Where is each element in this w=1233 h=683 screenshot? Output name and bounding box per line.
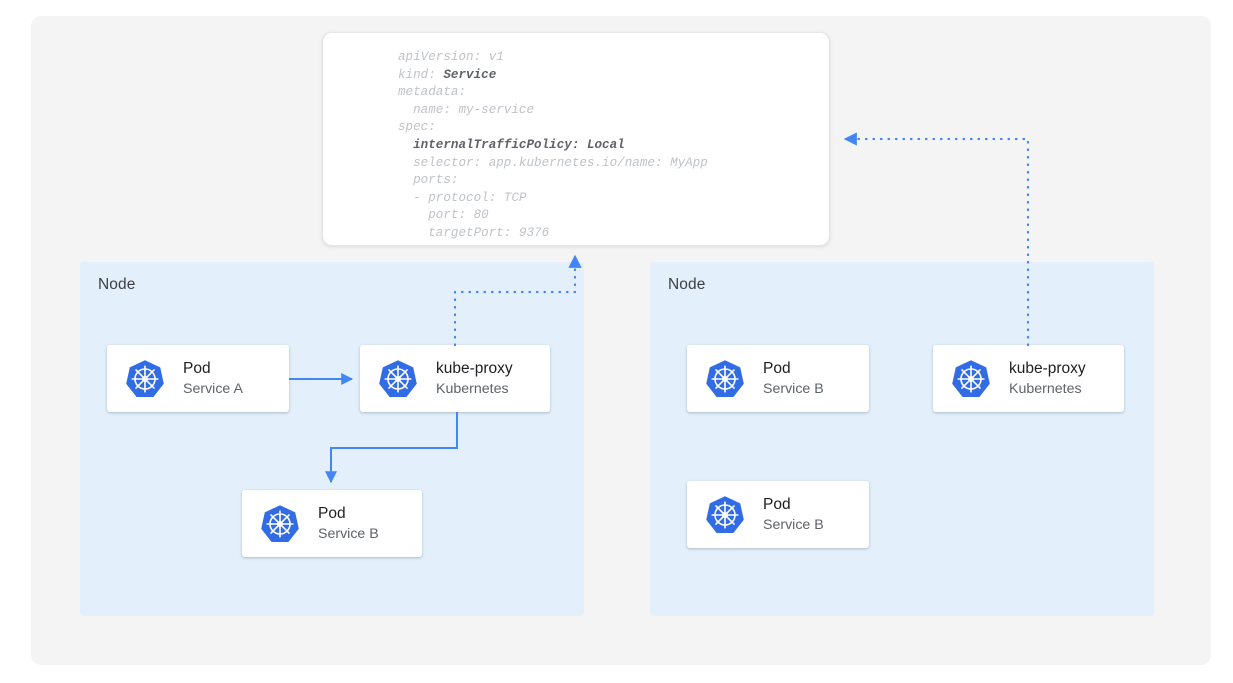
kubernetes-icon [706,359,744,397]
card-pod-service-b-right-bottom[interactable]: Pod Service B [687,481,869,548]
card-subtitle: Service B [318,525,379,542]
yaml-line: kind: Service [398,67,497,82]
card-subtitle: Service B [763,380,824,397]
node-label: Node [98,276,136,293]
card-kube-proxy-left[interactable]: kube-proxy Kubernetes [360,345,550,412]
yaml-line: internalTrafficPolicy: Local [413,137,625,152]
card-title: kube-proxy [1009,359,1086,377]
yaml-line: name: my-service [398,102,535,117]
card-kube-proxy-right[interactable]: kube-proxy Kubernetes [933,345,1124,412]
card-title: Pod [318,504,346,522]
card-pod-service-b-left[interactable]: Pod Service B [242,490,422,557]
yaml-line: spec: [398,120,436,135]
card-title: Pod [183,359,211,377]
card-subtitle: Kubernetes [1009,380,1082,397]
card-subtitle: Service A [183,380,243,397]
kubernetes-icon [952,359,990,397]
card-title: kube-proxy [436,359,513,377]
card-text: Pod Service A [183,359,243,399]
node-label: Node [668,276,706,293]
card-pod-service-b-right-top[interactable]: Pod Service B [687,345,869,412]
card-text: kube-proxy Kubernetes [1009,359,1086,399]
kubernetes-icon [706,495,744,533]
card-text: kube-proxy Kubernetes [436,359,513,399]
yaml-line: targetPort: 9376 [398,225,550,240]
yaml-line: metadata: [398,85,467,100]
card-title: Pod [763,495,791,513]
card-pod-service-a[interactable]: Pod Service A [107,345,289,412]
yaml-line: ports: [398,173,459,188]
yaml-line: - protocol: TCP [398,190,527,205]
card-text: Pod Service B [318,504,379,544]
card-text: Pod Service B [763,359,824,399]
kubernetes-icon [261,504,299,542]
card-subtitle: Service B [763,516,824,533]
node-panel-left: Node [80,262,584,616]
service-spec-yaml-text: apiVersion: v1 kind: Service metadata: nam… [398,49,708,243]
service-spec-card: apiVersion: v1 kind: Service metadata: nam… [322,32,830,246]
node-panel-right: Node [650,262,1154,616]
card-text: Pod Service B [763,495,824,535]
kubernetes-icon [126,359,164,397]
yaml-line: selector: app.kubernetes.io/name: MyApp [398,155,708,170]
card-title: Pod [763,359,791,377]
yaml-line: port: 80 [398,208,489,223]
card-subtitle: Kubernetes [436,380,509,397]
yaml-line: apiVersion: v1 [398,50,504,64]
kubernetes-icon [379,359,417,397]
